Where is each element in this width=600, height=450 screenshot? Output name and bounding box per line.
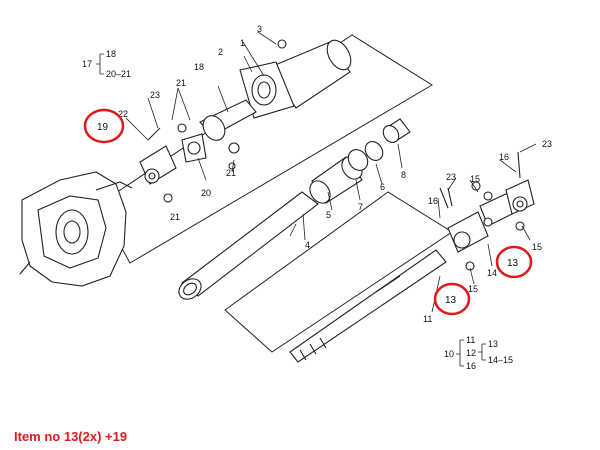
part-label-5: 5: [326, 210, 331, 220]
group-17-item-18: 18: [106, 49, 116, 59]
group-10-item-12: 12: [466, 348, 476, 358]
callout-label-19: 19: [97, 122, 109, 133]
part-label-23b: 23: [446, 172, 456, 182]
callout-label-13a: 13: [445, 295, 457, 306]
part-label-16b: 16: [499, 152, 509, 162]
leader-lines: [125, 31, 537, 313]
boot-and-clamps: [309, 141, 384, 204]
gearbox-housing: [19, 171, 133, 287]
highlight-callouts: 19 13 13: [83, 108, 533, 316]
part-label-15b: 15: [468, 284, 478, 294]
callout-circle-13b: [495, 245, 533, 279]
part-label-23c: 23: [542, 139, 552, 149]
group-10-head: 10: [444, 349, 454, 359]
clutch-housing: [239, 39, 352, 119]
group-17: 17 18 20–21: [82, 49, 131, 79]
group-17-item-20-21: 20–21: [106, 69, 131, 79]
part-label-1: 1: [240, 38, 245, 48]
part-label-4: 4: [305, 240, 310, 250]
driveshaft-upper: [178, 191, 319, 300]
part-label-8: 8: [401, 170, 406, 180]
part-label-6: 6: [380, 182, 385, 192]
part-label-21c: 21: [170, 212, 180, 222]
driveshaft-lower: [289, 249, 447, 363]
item-caption: Item no 13(2x) +19: [14, 429, 128, 444]
upper-universal-joint: [139, 99, 257, 203]
part-label-18: 18: [194, 62, 204, 72]
lower-universal-joint: [439, 151, 535, 271]
part-labels: 1 2 3 4 5 6 7 8 11 14 16 18 20 21 21 21 …: [118, 24, 552, 324]
callout-circle-19: [83, 108, 125, 144]
callout-label-13b: 13: [507, 258, 519, 269]
part-label-2: 2: [218, 47, 223, 57]
part-label-21: 21: [176, 78, 186, 88]
part-label-20: 20: [201, 188, 211, 198]
group-10-item-14-15: 14–15: [488, 355, 513, 365]
part-label-23: 23: [150, 90, 160, 100]
part-label-7: 7: [358, 202, 363, 212]
group-10: 10 11 12 16 13 14–15: [444, 335, 513, 371]
part-label-15c: 15: [532, 242, 542, 252]
part-label-16: 16: [428, 196, 438, 206]
part-label-21b: 21: [226, 168, 236, 178]
part-label-11: 11: [423, 314, 432, 324]
group-10-item-11: 11: [466, 335, 475, 345]
callout-circle-13a: [433, 282, 471, 316]
group-10-item-16: 16: [466, 361, 476, 371]
group-10-item-13: 13: [488, 339, 498, 349]
bearing-8: [382, 118, 411, 143]
part-label-3: 3: [257, 24, 262, 34]
part-label-15a: 15: [470, 174, 480, 184]
part-label-14: 14: [487, 268, 497, 278]
group-17-head: 17: [82, 59, 92, 69]
exploded-parts-diagram: 1 2 3 4 5 6 7 8 11 14 16 18 20 21 21 21 …: [19, 24, 552, 371]
part-label-22: 22: [118, 109, 128, 119]
